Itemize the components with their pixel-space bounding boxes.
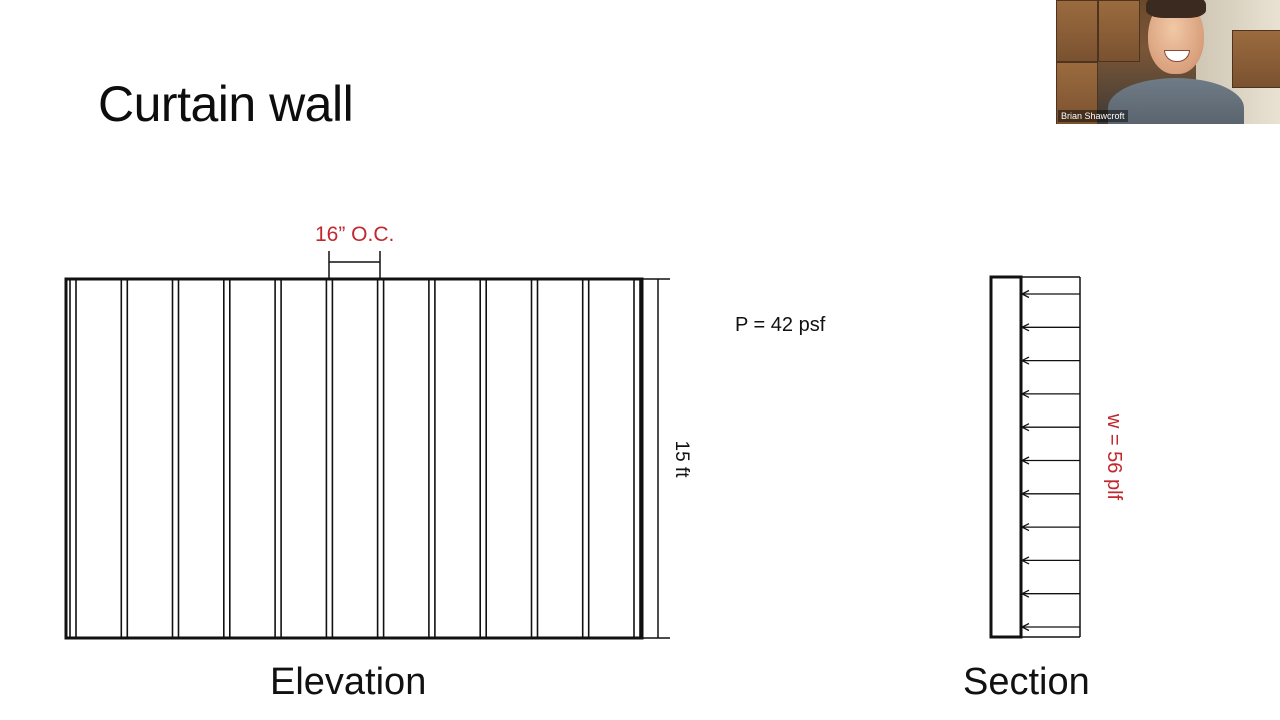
line-load-label: w = 56 plf: [1103, 413, 1125, 501]
load-arrows: [1020, 289, 1080, 632]
load-arrow-head: [1020, 356, 1030, 365]
section-wall: [989, 275, 1023, 639]
load-arrow-head: [1020, 523, 1030, 532]
load-arrow-head: [1020, 289, 1030, 299]
section-caption: Section: [963, 661, 1090, 703]
load-arrow-head: [1020, 389, 1030, 398]
load-arrow-head: [1020, 589, 1030, 598]
slide-title: Curtain wall: [98, 76, 354, 132]
cabinet-background: [1056, 62, 1098, 124]
participant-video-tile[interactable]: Brian Shawcroft: [1056, 0, 1280, 124]
cabinet-background: [1232, 30, 1280, 88]
cabinet-background: [1098, 0, 1140, 62]
elevation-caption: Elevation: [270, 661, 427, 703]
wall-outline: [64, 277, 644, 640]
load-arrow-head: [1020, 556, 1030, 565]
load-arrow-head: [1020, 622, 1030, 632]
stud-spacing-label: 16” O.C.: [315, 223, 395, 246]
spacing-dimension: [328, 251, 381, 279]
load-arrow-head: [1020, 423, 1030, 432]
section-drawing: [989, 275, 1081, 639]
load-arrow-head: [1020, 456, 1030, 465]
elevation-drawing: [64, 251, 670, 640]
load-arrow-head: [1020, 489, 1030, 498]
cabinet-background: [1056, 0, 1098, 62]
load-arrow-head: [1020, 323, 1030, 332]
wall-height-label: 15 ft: [671, 440, 692, 478]
hair: [1146, 0, 1206, 18]
pressure-label: P = 42 psf: [735, 314, 826, 336]
participant-avatar: [1108, 0, 1244, 124]
participant-name: Brian Shawcroft: [1058, 110, 1128, 122]
stud-lines: [69, 279, 641, 638]
shirt: [1108, 78, 1244, 124]
